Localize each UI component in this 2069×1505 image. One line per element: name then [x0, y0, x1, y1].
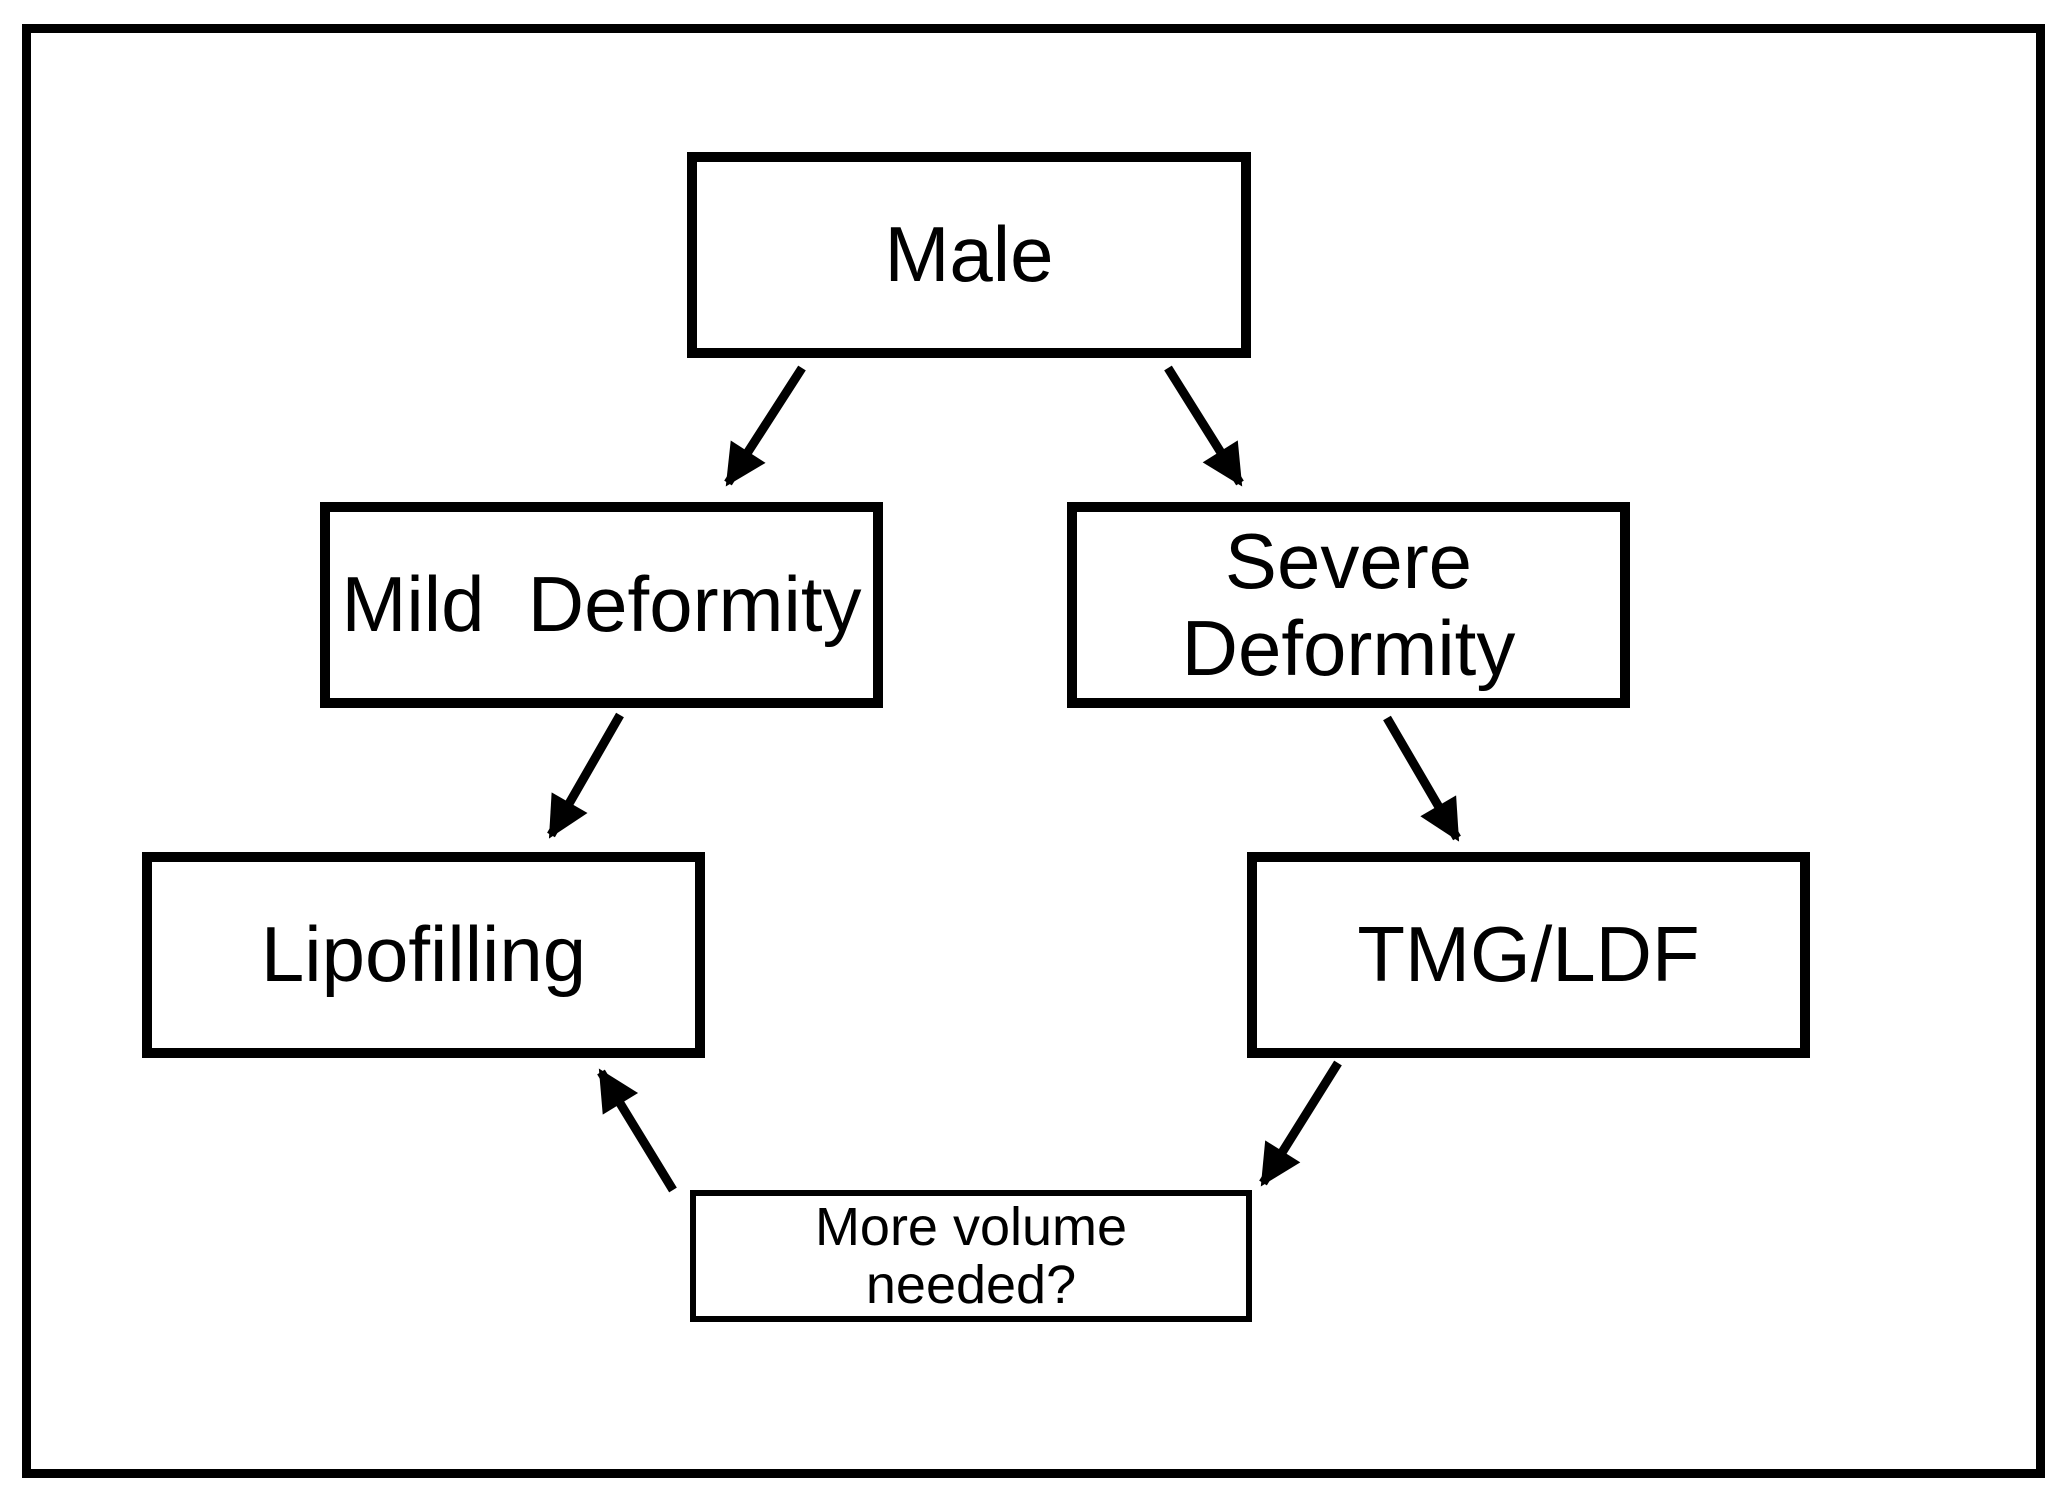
arrow-mild-deformity-to-lipofilling: [547, 712, 624, 839]
node-lipofilling-label: Lipofilling: [260, 910, 587, 999]
node-tmg-ldf: TMG/LDF: [1247, 852, 1810, 1058]
node-more-volume-needed: More volume needed?: [690, 1190, 1252, 1322]
arrow-severe-deformity-to-tmg-ldf: [1383, 715, 1461, 842]
arrow-tmg-ldf-to-more-volume: [1259, 1060, 1342, 1187]
node-tmg-ldf-label: TMG/LDF: [1357, 910, 1700, 999]
node-severe-deformity-label: Severe Deformity: [1181, 516, 1516, 692]
node-male-label: Male: [884, 210, 1054, 299]
arrow-male-to-mild-deformity: [724, 365, 806, 487]
arrow-more-volume-to-lipofilling: [597, 1068, 677, 1193]
node-male: Male: [687, 152, 1251, 358]
arrow-male-to-severe-deformity: [1164, 365, 1244, 487]
node-severe-deformity: Severe Deformity: [1067, 502, 1630, 708]
node-mild-deformity-label: Mild Deformity: [341, 560, 862, 649]
diagram-border: [22, 24, 2045, 1478]
node-mild-deformity: Mild Deformity: [320, 502, 883, 708]
node-more-volume-needed-label: More volume needed?: [814, 1196, 1128, 1315]
node-lipofilling: Lipofilling: [142, 852, 705, 1058]
